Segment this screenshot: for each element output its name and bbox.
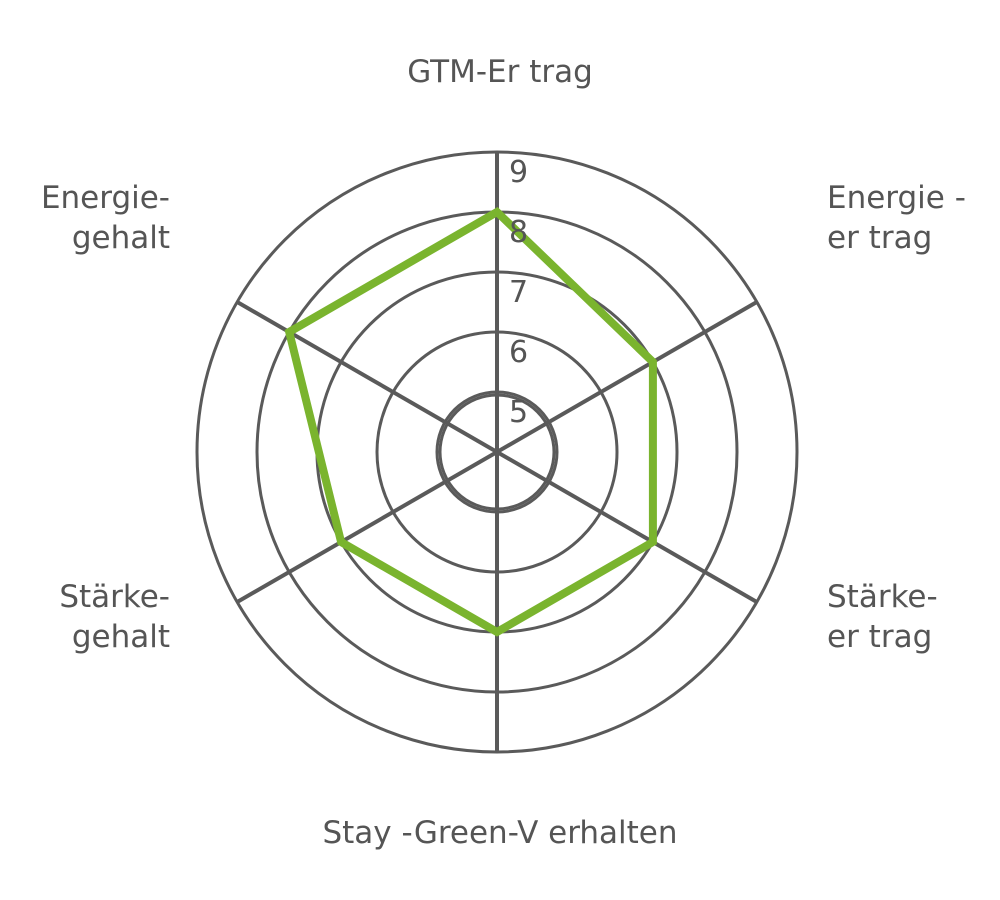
- axis-label-energieertrag: Energie - er trag: [827, 178, 966, 258]
- axis-label-line: gehalt: [71, 619, 170, 655]
- axis-label-staerkegehalt: Stärke- gehalt: [30, 577, 170, 657]
- axis-spoke: [236, 300, 499, 454]
- axis-label-line: gehalt: [71, 220, 170, 256]
- tick-label: 6: [509, 335, 528, 370]
- axis-label-line: Stärke-: [59, 579, 170, 615]
- axis-label-energiegehalt: Energie- gehalt: [30, 178, 170, 258]
- axis-label-stay-green: Stay -Green-V erhalten: [240, 813, 760, 853]
- axis-spoke: [495, 450, 758, 604]
- axis-label-gtm-ertrag: GTM-Er trag: [350, 52, 650, 92]
- axis-spoke: [236, 450, 499, 604]
- axis-label-line: Stay -Green-V erhalten: [322, 815, 678, 851]
- axis-label-line: Energie -: [827, 180, 966, 216]
- axis-label-line: er trag: [827, 220, 933, 256]
- axis-label-line: GTM-Er trag: [407, 54, 593, 90]
- axis-label-line: Energie-: [40, 180, 170, 216]
- axis-spoke: [495, 300, 758, 454]
- tick-label: 8: [509, 215, 528, 250]
- axis-label-line: Stärke-: [827, 579, 938, 615]
- tick-label: 9: [509, 155, 528, 190]
- axis-label-staerkeertrag: Stärke- er trag: [827, 577, 938, 657]
- tick-label: 5: [509, 395, 528, 430]
- series-line: [284, 207, 657, 637]
- tick-label: 7: [509, 275, 528, 310]
- axis-label-line: er trag: [827, 619, 933, 655]
